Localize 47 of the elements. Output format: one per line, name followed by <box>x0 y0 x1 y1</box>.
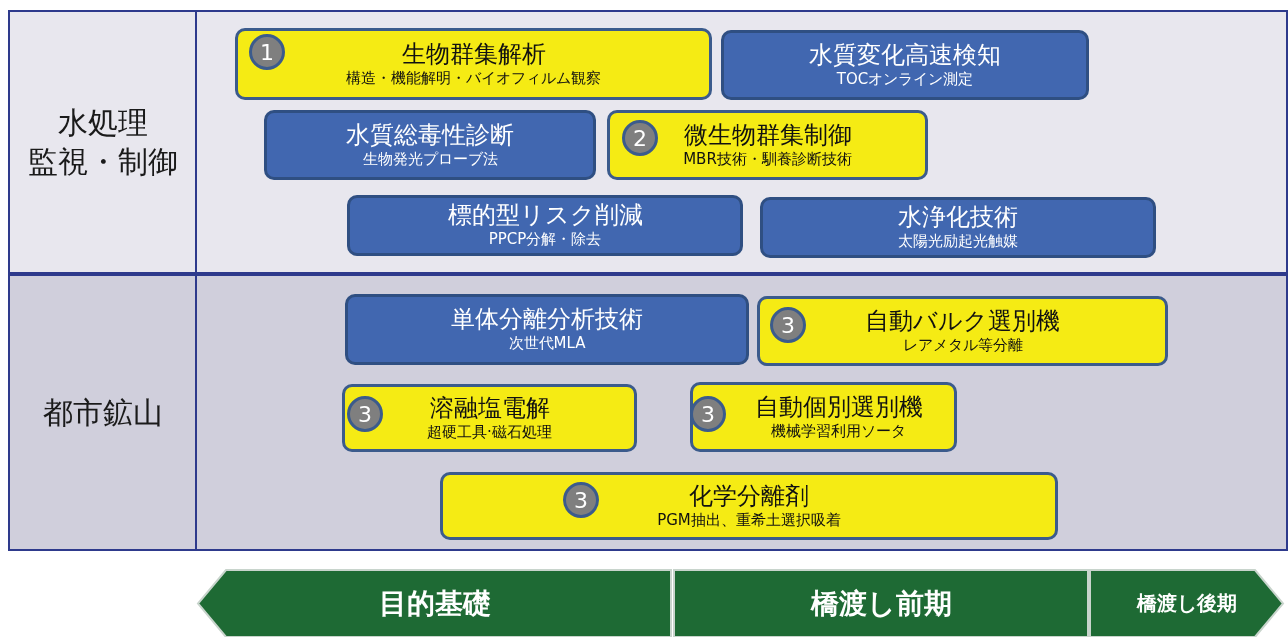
box-title: 自動バルク選別機 <box>865 306 1060 336</box>
highlight-box <box>690 382 957 452</box>
box-title: 水質総毒性診断 <box>346 120 514 150</box>
box-title: 微生物群集制御 <box>683 120 852 150</box>
row-heading: 監視・制御 <box>27 143 178 181</box>
box-subtitle: 生物発光プローブ法 <box>362 149 498 170</box>
box-title: 生物群集解析 <box>401 39 546 69</box>
row-band <box>8 274 1288 551</box>
box-subtitle: 太陽光励起光触媒 <box>898 232 1018 252</box>
box-title: 溶融塩電解 <box>429 393 550 423</box>
technology-box <box>345 294 749 365</box>
phase-label: 橋渡し前期 <box>810 585 952 622</box>
box-subtitle: PPCP分解・除去 <box>488 230 602 250</box>
technology-box <box>721 30 1089 100</box>
box-title: 水浄化技術 <box>898 203 1018 233</box>
highlight-box <box>440 472 1058 540</box>
phase-label: 橋渡し後期 <box>1136 590 1237 617</box>
box-subtitle: 機械学習利用ソータ <box>771 421 906 442</box>
phase-label: 目的基礎 <box>378 585 491 622</box>
highlight-box <box>235 28 712 100</box>
box-subtitle: TOCオンライン測定 <box>836 69 974 90</box>
number-badge: 2 <box>622 120 658 156</box>
number-badge: 3 <box>563 482 599 518</box>
row-heading: 水処理 <box>57 104 148 142</box>
highlight-box <box>757 296 1168 366</box>
box-title: 化学分離剤 <box>689 481 809 511</box>
box-subtitle: PGM抽出、重希土選択吸着 <box>657 510 841 531</box>
box-subtitle: MBR技術・馴養診断技術 <box>683 149 852 170</box>
number-badge: 3 <box>690 396 726 432</box>
number-badge: 3 <box>770 307 806 343</box>
technology-box <box>347 195 743 256</box>
row-band <box>8 10 1288 274</box>
technology-box <box>264 110 596 180</box>
technology-box <box>760 197 1156 258</box>
box-subtitle: 構造・機能解明・バイオフィルム観察 <box>346 68 601 89</box>
number-badge: 3 <box>347 396 383 432</box>
box-title: 単体分離分析技術 <box>451 305 643 335</box>
row-heading: 都市鉱山 <box>42 394 163 432</box>
box-subtitle: レアメタル等分離 <box>902 335 1023 356</box>
highlight-box <box>607 110 928 180</box>
highlight-box <box>342 384 637 452</box>
box-title: 水質変化高速検知 <box>809 40 1001 70</box>
box-title: 標的型リスク削減 <box>447 201 643 231</box>
number-badge: 1 <box>249 34 285 70</box>
box-subtitle: 超硬工具·磁石処理 <box>427 422 552 443</box>
box-title: 自動個別選別機 <box>754 392 923 422</box>
box-subtitle: 次世代MLA <box>508 334 586 354</box>
